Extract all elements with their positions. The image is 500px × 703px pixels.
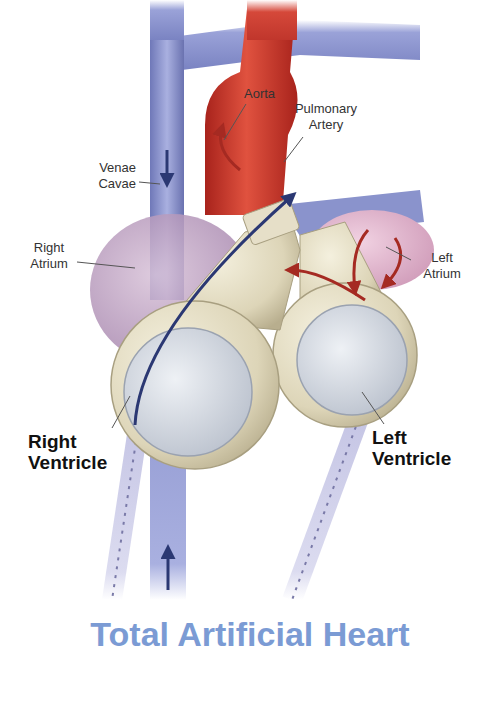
- chamber-label: Right Ventricle: [28, 432, 124, 474]
- part-label: Right Atrium: [22, 240, 76, 271]
- leader-line: [139, 182, 160, 184]
- flow-arrow: [385, 238, 401, 285]
- connector-cuff: [242, 198, 300, 245]
- driveline: [292, 410, 362, 600]
- chamber-label: Left Ventricle: [372, 428, 468, 470]
- diagram-title: Total Artificial Heart: [0, 615, 500, 654]
- aorta-fade: [247, 0, 297, 40]
- right-ventricle-device: [111, 301, 279, 469]
- leader-line: [112, 396, 130, 428]
- leader-line: [77, 262, 135, 268]
- leader-line: [386, 247, 411, 260]
- leader-lines: [77, 104, 411, 428]
- part-label: Aorta: [244, 86, 294, 102]
- flow-arrow: [354, 230, 368, 290]
- flow-arrow: [290, 270, 365, 300]
- aorta: [205, 0, 298, 215]
- device-window: [297, 305, 407, 415]
- vena-cava-fade: [150, 0, 184, 40]
- part-label: Pulmonary Artery: [290, 101, 362, 132]
- device-window: [124, 328, 252, 456]
- flow-arrow: [167, 550, 170, 590]
- leader-line: [284, 137, 303, 162]
- flow-arrow: [166, 150, 169, 182]
- leader-line: [362, 392, 384, 424]
- flow-arrow: [220, 128, 240, 170]
- left-ventricle-device: [273, 283, 417, 427]
- flow-arrow: [135, 196, 292, 425]
- leader-line: [224, 104, 246, 140]
- driveline-coil: [292, 410, 362, 600]
- part-label: Left Atrium: [413, 250, 471, 281]
- part-label: Venae Cavae: [82, 160, 136, 191]
